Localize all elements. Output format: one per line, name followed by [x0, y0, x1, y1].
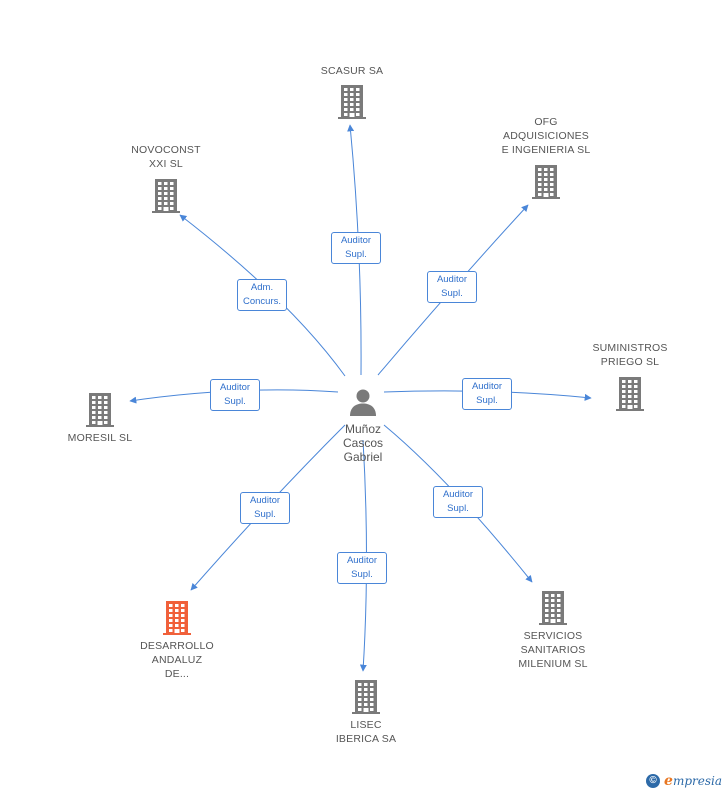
building-icon[interactable]: [148, 178, 184, 214]
building-icon[interactable]: [535, 590, 571, 626]
edge-label-suministros[interactable]: Auditor Supl.: [462, 378, 512, 410]
building-icon[interactable]: [348, 679, 384, 715]
footer-brand: © empresia: [646, 773, 722, 789]
edge-label-novoconst[interactable]: Adm. Concurs.: [237, 279, 287, 311]
edge-label-scasur[interactable]: Auditor Supl.: [331, 232, 381, 264]
company-name-servicios[interactable]: SERVICIOS SANITARIOS MILENIUM SL: [518, 630, 588, 670]
company-name-ofg[interactable]: OFG ADQUISICIONES E INGENIERIA SL: [501, 116, 591, 156]
edge-label-moresil[interactable]: Auditor Supl.: [210, 379, 260, 411]
company-name-scasur[interactable]: SCASUR SA: [320, 65, 384, 77]
building-icon[interactable]: [528, 164, 564, 200]
edge-label-lisec[interactable]: Auditor Supl.: [337, 552, 387, 584]
company-name-lisec[interactable]: LISEC IBERICA SA: [335, 719, 397, 745]
building-icon[interactable]: [334, 84, 370, 120]
building-icon[interactable]: [82, 392, 118, 428]
company-name-novoconst[interactable]: NOVOCONST XXI SL: [131, 144, 201, 170]
edge-label-servicios[interactable]: Auditor Supl.: [433, 486, 483, 518]
edge-label-ofg[interactable]: Auditor Supl.: [427, 271, 477, 303]
brand-logo: empresia: [664, 773, 722, 789]
company-name-desarrollo[interactable]: DESARROLLO ANDALUZ DE...: [140, 640, 214, 680]
edge-label-desarrollo[interactable]: Auditor Supl.: [240, 492, 290, 524]
person-icon[interactable]: [348, 387, 378, 422]
person-name[interactable]: Muñoz Cascos Gabriel: [342, 422, 383, 464]
building-icon[interactable]: [612, 376, 648, 412]
company-name-suministros[interactable]: SUMINISTROS PRIEGO SL: [592, 342, 668, 368]
building-icon[interactable]: [159, 600, 195, 636]
company-name-moresil[interactable]: MORESIL SL: [67, 432, 133, 444]
copyright-icon: ©: [646, 774, 661, 788]
